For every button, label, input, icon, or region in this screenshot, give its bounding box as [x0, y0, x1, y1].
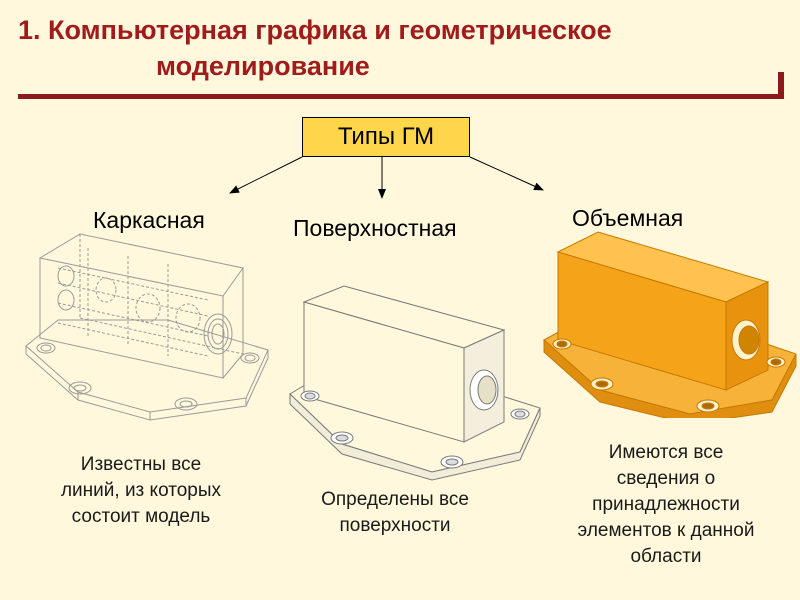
desc-line: сведения о [548, 466, 784, 492]
surface-description: Определены все поверхности [280, 487, 510, 539]
surface-part-illustration [282, 282, 547, 482]
arrow-to-solid [470, 157, 543, 190]
desc-line: принадлежности [548, 492, 784, 518]
desc-line: Известны все [30, 452, 252, 478]
desc-line: линий, из которых [30, 478, 252, 504]
solid-part-illustration [540, 228, 800, 418]
wireframe-description: Известны все линий, из которых состоит м… [30, 452, 252, 530]
category-surface-label: Поверхностная [293, 215, 457, 242]
wireframe-part-illustration [18, 228, 278, 428]
desc-line: поверхности [280, 513, 510, 539]
desc-line: элементов к данной [548, 518, 784, 544]
desc-line: области [548, 544, 784, 570]
desc-line: состоит модель [30, 504, 252, 530]
arrow-to-wireframe [230, 157, 302, 193]
solid-description: Имеются все сведения о принадлежности эл… [548, 440, 784, 570]
desc-line: Определены все [280, 487, 510, 513]
desc-line: Имеются все [548, 440, 784, 466]
